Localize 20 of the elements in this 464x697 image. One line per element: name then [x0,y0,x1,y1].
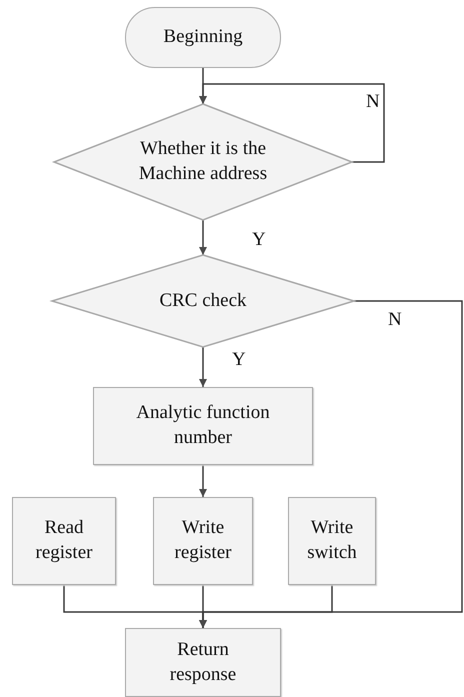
node-text: Beginning [163,25,243,50]
decision-diamond [52,255,354,347]
node-text: Read register [34,516,94,565]
arrow [199,83,385,163]
node-text: Write register [174,516,232,565]
node-text: Return response [168,638,238,686]
arrow [199,585,333,628]
process-box [12,497,116,585]
node-text: Whether it is the Machine address [138,137,268,186]
node-text: Write switch [306,516,358,565]
arrow [199,220,207,255]
decision-diamond [54,104,352,220]
process-box [93,387,313,465]
arrow [199,347,207,387]
process-box [153,497,253,585]
process-box [125,628,281,697]
node-text: Analytic function number [135,401,271,450]
node-text: CRC check [159,288,247,313]
process-box [288,497,376,585]
arrow [199,465,207,497]
